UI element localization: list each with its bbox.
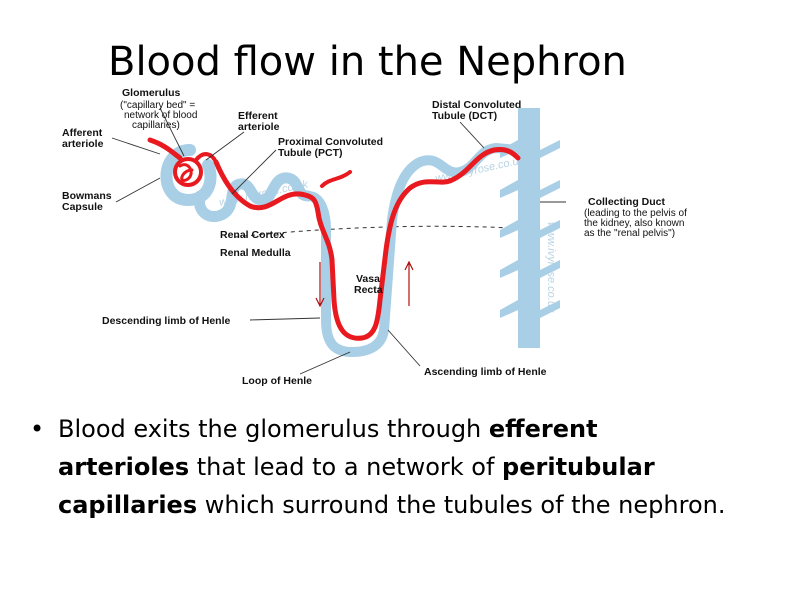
ascending-arrow xyxy=(404,260,414,306)
vasa-recta-label: Vasa xyxy=(356,273,380,285)
ascending-limb-label: Ascending limb of Henle xyxy=(424,366,547,378)
leader-lines xyxy=(111,107,566,375)
afferent-label: arteriole xyxy=(62,138,104,150)
blood-vessels xyxy=(147,137,521,341)
glomerulus-note: network of blood xyxy=(124,110,197,121)
pct-label: Tubule (PCT) xyxy=(278,147,343,159)
page-title: Blood flow in the Nephron xyxy=(108,39,627,85)
glomerulus-note: capillaries) xyxy=(132,120,180,131)
collecting-duct-note: the kidney, also known xyxy=(584,218,684,229)
renal-medulla-label: Renal Medulla xyxy=(220,247,291,259)
dct-label: Tubule (DCT) xyxy=(432,110,497,122)
descending-limb-label: Descending limb of Henle xyxy=(102,315,231,327)
descending-arrow xyxy=(315,262,325,308)
bowmans-label: Bowmans xyxy=(62,190,112,202)
bullet-text-part: which surround the tubules of the nephro… xyxy=(197,491,726,519)
collecting-duct-note: as the "renal pelvis") xyxy=(584,228,675,239)
efferent-label: arteriole xyxy=(238,121,280,133)
bullet-point: • Blood exits the glomerulus through eff… xyxy=(30,410,730,524)
bullet-text: Blood exits the glomerulus through effer… xyxy=(58,410,730,524)
cortex-medulla-boundary xyxy=(234,225,513,238)
bullet-text-part: Blood exits the glomerulus through xyxy=(58,415,489,443)
glomerulus-label: Glomerulus xyxy=(122,87,181,99)
vasa-recta-label: Recta xyxy=(354,284,383,296)
collecting-duct-label: Collecting Duct xyxy=(588,196,666,208)
efferent-label: Efferent xyxy=(238,110,278,122)
collecting-duct-note: (leading to the pelvis of xyxy=(584,208,687,219)
collecting-duct xyxy=(500,108,560,348)
bowmans-label: Capsule xyxy=(62,201,103,213)
bullet-marker: • xyxy=(30,415,45,443)
bullet-bold-efferent: efferent arterioles xyxy=(58,415,598,481)
dct-label: Distal Convoluted xyxy=(432,99,521,111)
renal-cortex-label: Renal Cortex xyxy=(220,229,285,241)
loop-of-henle-label: Loop of Henle xyxy=(242,375,312,387)
nephron-diagram: www.ivyrose.co.uk www.ivyrose.co.uk www.… xyxy=(62,87,687,387)
bullet-bold-peritubular: peritubular capillaries xyxy=(58,453,655,519)
bullet-text-part: that lead to a network of xyxy=(189,453,503,481)
glomerulus-note: ("capillary bed" = xyxy=(120,100,195,111)
pct-label: Proximal Convoluted xyxy=(278,136,383,148)
afferent-label: Afferent xyxy=(62,127,103,139)
